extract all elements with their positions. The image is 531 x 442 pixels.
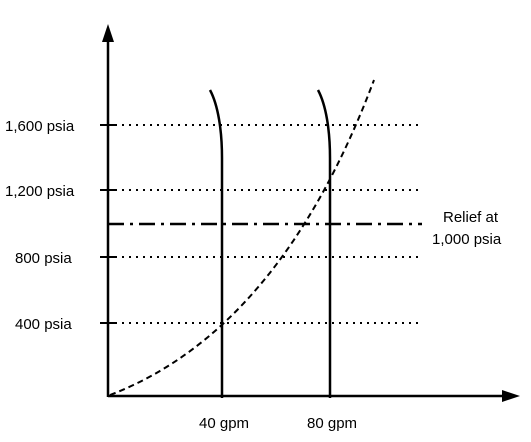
x-tick-label-40: 40 gpm	[199, 415, 249, 432]
relief-label-line2: 1,000 psia	[432, 231, 502, 248]
pump-curve-40gpm	[208, 89, 224, 398]
x-tick-label-80: 80 gpm	[307, 415, 357, 432]
y-tick-label-400: 400 psia	[15, 316, 72, 333]
x-axis-arrowhead	[502, 390, 520, 402]
y-tick-label-1600: 1,600 psia	[5, 118, 75, 135]
pump-curve-80gpm	[316, 89, 332, 398]
system-curve	[109, 79, 375, 396]
y-tick-label-800: 800 psia	[15, 250, 72, 267]
y-axis-arrowhead	[102, 24, 114, 42]
y-tick-label-1200: 1,200 psia	[5, 183, 75, 200]
relief-label-line1: Relief at	[443, 209, 499, 226]
